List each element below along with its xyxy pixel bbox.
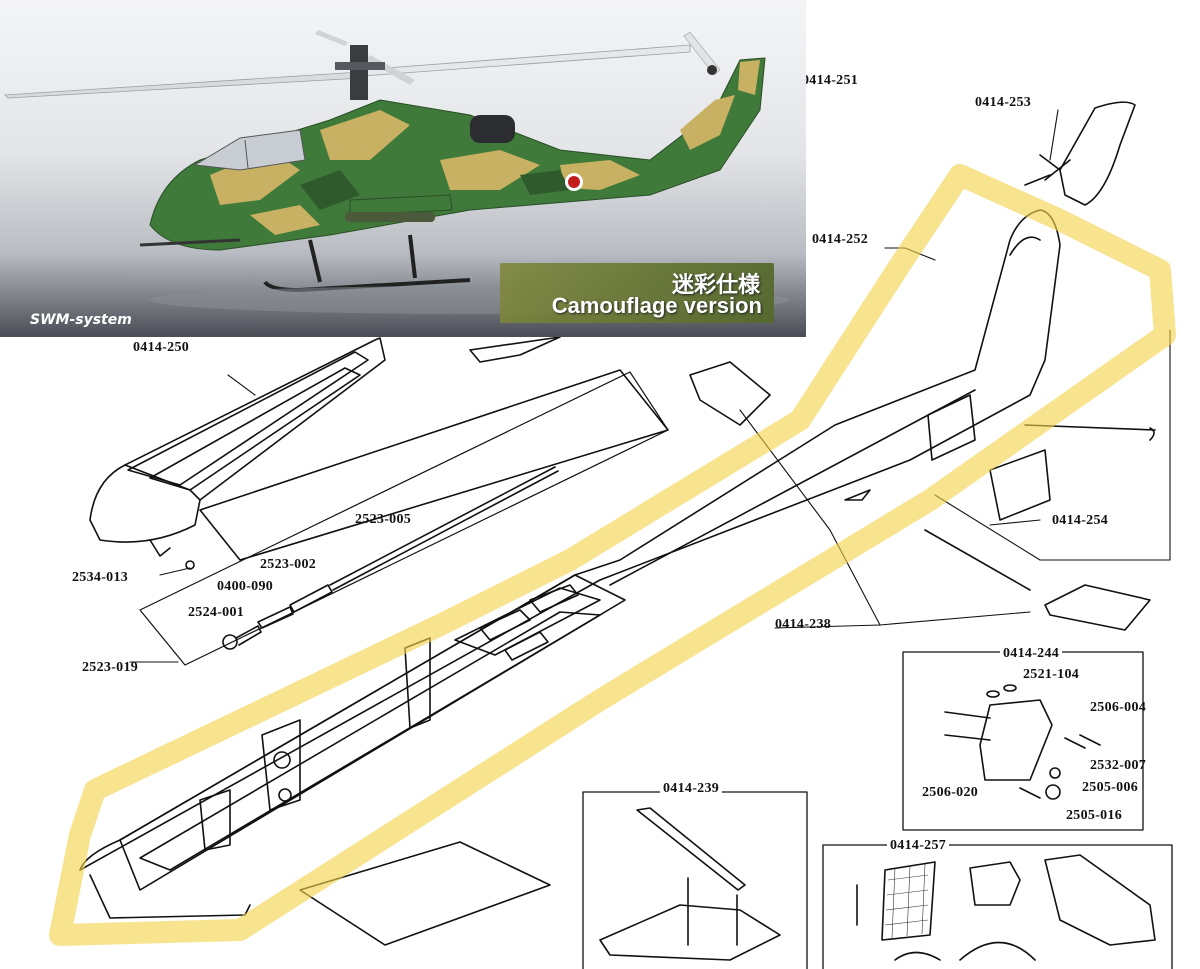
- fine-print: [150, 312, 310, 319]
- label-2505-006: 2505-006: [1082, 780, 1139, 795]
- label-0414-238: 0414-238: [775, 617, 832, 632]
- label-2506-004: 2506-004: [1090, 700, 1147, 715]
- mesh-grill-part: [884, 863, 929, 939]
- label-2523-005: 2523-005: [355, 512, 412, 527]
- label-2523-019: 2523-019: [82, 660, 139, 675]
- canopy-frame-part: [89, 337, 386, 557]
- bottom-panel-part: [299, 841, 551, 946]
- label-0414-252: 0414-252: [812, 232, 869, 247]
- label-2523-002: 2523-002: [260, 557, 317, 572]
- highlight-outline: [49, 164, 1176, 946]
- stabilizer-rod: [924, 529, 1031, 591]
- label-0414-244: 0414-244: [1000, 646, 1063, 662]
- version-title-jp: 迷彩仕様: [671, 273, 760, 298]
- vertical-fin-part: [1024, 101, 1136, 206]
- left-stabilizer-part: [689, 361, 771, 426]
- label-2534-013: 2534-013: [72, 570, 129, 585]
- rod-group-outline: [139, 371, 669, 666]
- cockpit-detail-assembly: [856, 854, 1156, 961]
- right-stabilizer-part: [1044, 584, 1151, 631]
- label-0414-253: 0414-253: [975, 95, 1032, 110]
- version-badge: 迷彩仕様 Camouflage version: [500, 263, 774, 323]
- product-photo: SWM-system 迷彩仕様 Camouflage version: [0, 0, 806, 337]
- label-2506-020: 2506-020: [922, 785, 979, 800]
- label-2521-104: 2521-104: [1023, 667, 1080, 682]
- version-title-en: Camouflage version: [551, 293, 762, 318]
- label-0400-090: 0400-090: [217, 579, 274, 594]
- label-0414-254: 0414-254: [1052, 513, 1109, 528]
- label-0414-250: 0414-250: [133, 340, 190, 355]
- label-2505-016: 2505-016: [1066, 808, 1123, 823]
- upper-fairing-part: [469, 336, 561, 363]
- label-2532-007: 2532-007: [1090, 758, 1147, 773]
- label-2524-001: 2524-001: [188, 605, 245, 620]
- mount-plate-assembly: [944, 684, 1101, 800]
- label-0414-251: 0414-251: [802, 73, 859, 88]
- push-rod-assembly: [185, 466, 559, 650]
- label-0414-257: 0414-257: [887, 838, 950, 854]
- skid-strut-assembly: [599, 807, 781, 961]
- hardware-box-0414-239: [582, 791, 808, 969]
- label-0414-239: 0414-239: [660, 781, 723, 797]
- brand-logo: SWM-system: [30, 312, 132, 328]
